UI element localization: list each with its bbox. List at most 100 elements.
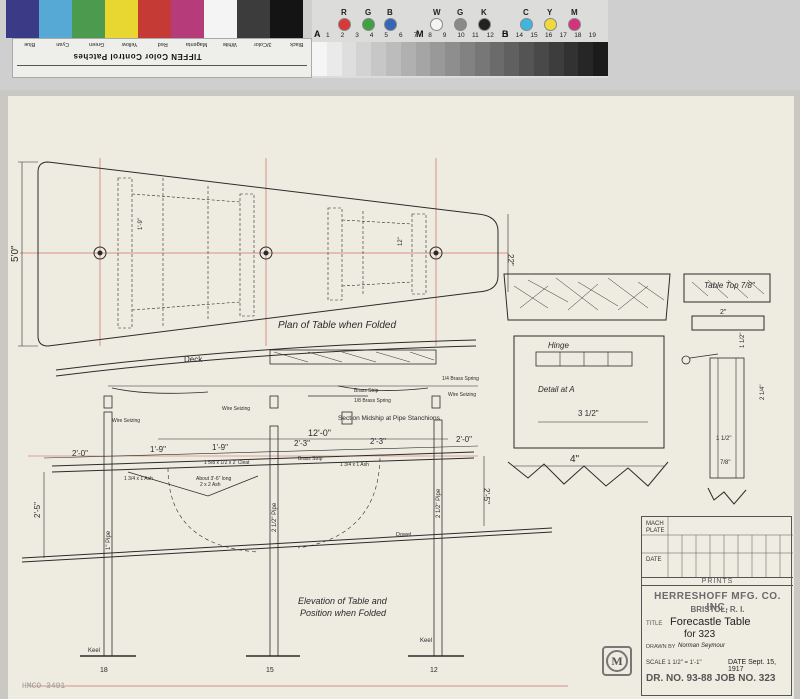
tiffen-patch-3color — [237, 0, 270, 38]
kodak-number: 15 — [530, 32, 538, 39]
gray-scale-bar — [312, 42, 608, 76]
kodak-number: 18 — [574, 32, 582, 39]
seg-dim-6: 2'-0" — [456, 435, 472, 444]
tiffen-patch-red — [138, 0, 171, 38]
deck-label: Deck — [184, 355, 203, 364]
side-dim-2: 1 1/2" — [740, 333, 746, 348]
side-dim-3: 2 1/4" — [760, 385, 766, 400]
tiffen-patch-black — [270, 0, 303, 38]
kodak-number: 8 — [428, 32, 432, 39]
plan-caption: Plan of Table when Folded — [278, 320, 396, 331]
tiffen-ruler — [17, 65, 307, 77]
section-caption: Section Midship at Pipe Stanchions — [338, 415, 441, 422]
drawn-by-label: DRAWN BY — [646, 644, 676, 650]
plan-end-dim: 22" — [506, 254, 515, 266]
gray-step — [548, 42, 564, 76]
tiffen-patch-label: Green — [88, 41, 104, 47]
drawn-by-signature: Norman Seymour — [678, 643, 726, 649]
kodak-letter: Y — [547, 8, 553, 17]
kodak-marker: M — [416, 29, 424, 39]
company-name: HERRESHOFF MFG. CO. INC. — [654, 591, 781, 613]
kodak-letter: B — [387, 8, 393, 17]
tiffen-patch-green — [72, 0, 105, 38]
kodak-letter: C — [523, 8, 529, 17]
kodak-number: 6 — [399, 32, 403, 39]
elevation-caption-2: Position when Folded — [300, 608, 387, 618]
gray-step — [519, 42, 534, 76]
note-wire-2: Wire Seizing — [222, 406, 250, 412]
prints-label: PRINTS — [642, 577, 793, 586]
kodak-number: 10 — [457, 32, 465, 39]
tiffen-patch-blue — [6, 0, 39, 38]
seg-dim-3: 1'-9" — [212, 443, 228, 452]
kodak-number: 5 — [384, 32, 389, 39]
kodak-number: 11 — [472, 32, 479, 39]
note-brass-spring-1: 1/4 Brass Spring — [442, 376, 479, 382]
drawing-number: DR. NO. 93-88 JOB NO. 323 — [646, 673, 776, 684]
note-wire-3: Wire Seizing — [448, 392, 476, 398]
pipe-label-3: 2 1/2" Pipe — [436, 488, 442, 518]
gray-step — [430, 42, 446, 76]
elev-note-6: 1 3/4 x 1 Ash — [340, 462, 369, 468]
note-wire-1: Wire Seizing — [112, 418, 140, 424]
station-15: 15 — [266, 667, 274, 674]
kodak-letter: K — [481, 8, 487, 17]
kodak-number: 17 — [559, 32, 567, 39]
elev-note-2: 2 x 2 Ash — [200, 482, 221, 488]
kodak-number: 2 — [340, 32, 345, 39]
kodak-number: 16 — [545, 32, 553, 39]
kodak-marker: B — [502, 29, 509, 39]
gray-step — [504, 42, 520, 76]
kodak-marker: A — [314, 29, 321, 39]
tiffen-patch-label: Blue — [24, 41, 36, 47]
technical-drawing: Plan of Table when Folded 5'0" 22" 1'-9"… — [10, 158, 771, 687]
keel-label-2: Keel — [420, 638, 432, 644]
gray-step — [533, 42, 549, 76]
gray-step — [415, 42, 431, 76]
kodak-letter: W — [433, 8, 441, 17]
deck-section — [55, 339, 478, 425]
kodak-number: 1 — [326, 32, 330, 39]
seg-dim-4: 2'-3" — [294, 439, 310, 448]
keel-label-1: Keel — [88, 648, 100, 654]
gray-step — [312, 42, 327, 76]
kodak-dot — [568, 18, 581, 31]
gray-step — [578, 42, 594, 76]
gray-step — [371, 42, 386, 76]
kodak-number: 13 — [501, 32, 509, 39]
tiffen-patch-label: Cyan — [56, 41, 70, 47]
gray-step — [474, 42, 490, 76]
tiffen-patch-label: Magenta — [185, 41, 208, 47]
height-dim-right: 2'-5" — [482, 488, 491, 504]
gray-step — [400, 42, 416, 76]
detail-a — [503, 273, 671, 487]
tiffen-patch-label: White — [222, 41, 237, 47]
station-12: 12 — [430, 667, 438, 674]
company-city: BRISTOL, R. I. — [690, 605, 745, 614]
title-label: TITLE — [646, 621, 663, 627]
overall-dim: 12'-0" — [308, 428, 331, 438]
plan-dim-2: 12" — [398, 237, 404, 246]
plan-dim-1: 1'-9" — [138, 218, 144, 230]
kodak-number: 19 — [588, 32, 597, 39]
station-18: 18 — [100, 667, 108, 674]
height-dim-left: 2'-5" — [33, 502, 42, 518]
side-dim-4: 1 1/2" — [716, 436, 731, 442]
scale-text: SCALE 1 1/2" = 1'-1" — [646, 660, 702, 666]
gray-step — [489, 42, 505, 76]
plan-width-dim: 5'0" — [10, 245, 21, 262]
tiffen-patch-white — [204, 0, 237, 38]
tiffen-patch-row — [6, 0, 303, 38]
title-block: MACH PLATE DATE PRINTS HERRESHOFF MFG. C… — [641, 516, 793, 696]
gray-step — [326, 42, 342, 76]
title-grid — [642, 517, 793, 577]
elev-note-3: 1 3/4 x 1 Ash — [124, 476, 153, 482]
kodak-dot — [478, 18, 491, 31]
kodak-letter: G — [365, 8, 372, 17]
seg-dim-5: 2'-3" — [370, 437, 386, 446]
pipe-label-1: 1" Pipe — [106, 530, 112, 550]
